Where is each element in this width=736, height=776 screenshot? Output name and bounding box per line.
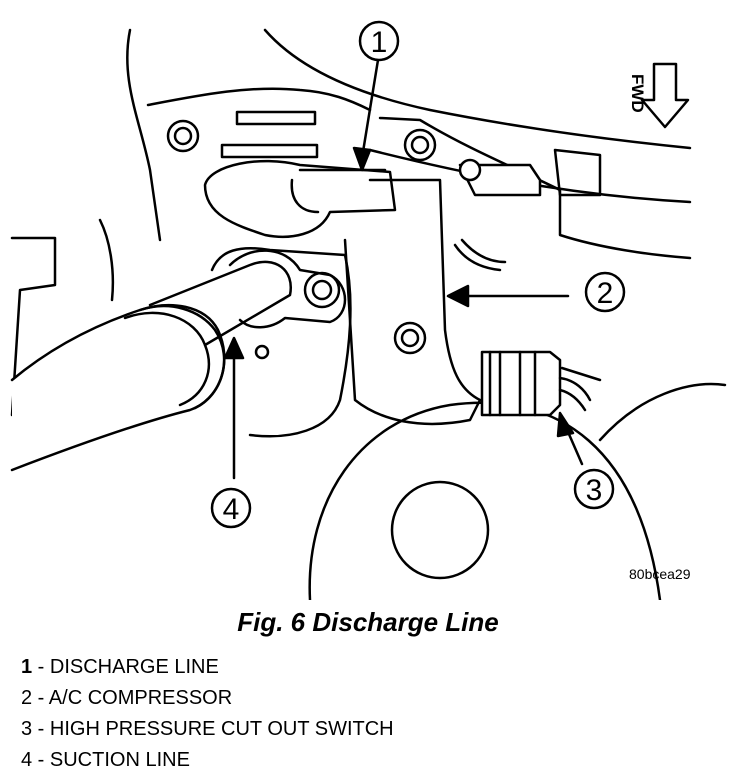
- bolt-1-inner: [173, 126, 193, 146]
- pulley-hub: [390, 480, 490, 580]
- figure-caption: Fig. 6 Discharge Line: [237, 607, 499, 637]
- legend-text: - DISCHARGE LINE: [32, 656, 219, 678]
- callout-1-leader: [360, 58, 380, 160]
- discharge-line-illustration: 1 2 3 4 FWD: [10, 20, 727, 600]
- callout-4-label: 4: [223, 493, 240, 526]
- left-housing: [10, 236, 57, 417]
- legend-item: 1 - DISCHARGE LINE: [21, 652, 394, 683]
- callout-3-label: 3: [586, 474, 603, 507]
- slot-1: [235, 110, 317, 126]
- callout-2-arrowhead: [446, 284, 470, 308]
- compressor-body: [343, 178, 482, 426]
- legend-number: 2: [21, 687, 33, 709]
- callout-2-circle: [584, 271, 626, 313]
- legend-number: 3: [21, 718, 33, 740]
- bolt-4-inner: [311, 279, 333, 301]
- hose-upper: [453, 238, 507, 272]
- legend-number: 4: [21, 749, 33, 771]
- cutout-switch-wires: [558, 366, 602, 412]
- engine-outline-left: [126, 28, 162, 242]
- callout-3-circle: [573, 468, 615, 510]
- callout-4-circle: [210, 487, 252, 529]
- callout-4-arrowhead: [223, 336, 245, 360]
- right-block: [553, 148, 602, 197]
- compressor-right-edge: [598, 382, 727, 442]
- left-housing-inner: [98, 218, 115, 302]
- bolt-2: [403, 128, 437, 162]
- callout-1-arrowhead: [352, 146, 372, 172]
- bolt-5-inner: [400, 328, 420, 348]
- callout-1-label: 1: [371, 26, 388, 59]
- compressor-pulley: [308, 401, 662, 600]
- engine-outline-upper-arc: [263, 28, 692, 150]
- legend-list: 1 - DISCHARGE LINE 2 - A/C COMPRESSOR 3 …: [21, 652, 394, 776]
- discharge-line-pipe: [290, 168, 387, 214]
- callout-2-label: 2: [597, 277, 614, 310]
- legend-text: - A/C COMPRESSOR: [32, 687, 233, 709]
- callout-1-circle: [358, 20, 400, 62]
- callout-3-arrowhead: [556, 411, 575, 438]
- legend-item: 3 - HIGH PRESSURE CUT OUT SWITCH: [21, 714, 394, 745]
- bolt-2-inner: [410, 135, 430, 155]
- bolt-5: [393, 321, 427, 355]
- suction-line-pipe: [148, 260, 293, 347]
- discharge-line-fitting: [203, 159, 397, 239]
- fwd-label: FWD: [628, 74, 647, 113]
- lever-pivot: [458, 158, 482, 182]
- legend-item: 4 - SUCTION LINE: [21, 745, 394, 776]
- legend-item: 2 - A/C COMPRESSOR: [21, 683, 394, 714]
- suction-line-flange: [228, 249, 347, 329]
- suction-line-collar: [138, 303, 226, 410]
- legend-number: 1: [21, 656, 33, 678]
- bolt-1: [166, 119, 200, 153]
- slot-2: [220, 143, 319, 159]
- fwd-arrow-icon: [640, 62, 690, 129]
- small-hole: [254, 344, 270, 360]
- figure-id: 80bcea29: [629, 566, 691, 582]
- legend-text: - HIGH PRESSURE CUT OUT SWITCH: [32, 718, 394, 740]
- engine-outline-top: [146, 87, 372, 112]
- suction-line-hose: [10, 304, 226, 472]
- legend-text: - SUCTION LINE: [32, 749, 190, 771]
- compressor-housing: [210, 246, 352, 438]
- cutout-switch-ribs: [488, 350, 537, 417]
